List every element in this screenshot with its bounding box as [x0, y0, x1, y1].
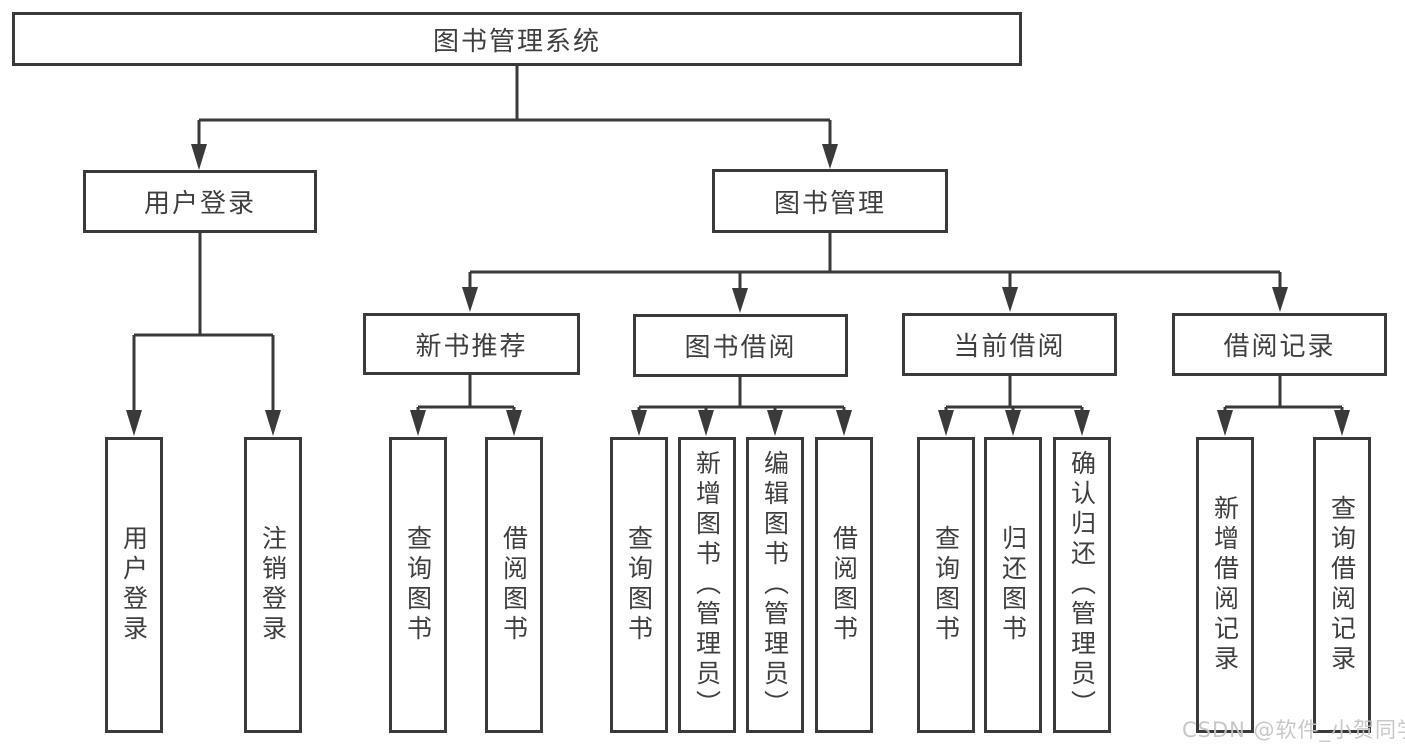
leaf-label: 新增借阅记录 [1210, 495, 1240, 675]
leaf-confirm-return-admin: 确认归还（管理员） [1053, 437, 1111, 733]
leaf-add-borrow-record: 新增借阅记录 [1196, 437, 1254, 733]
leaf-edit-book-admin: 编辑图书（管理员） [746, 437, 804, 733]
leaf-return-book: 归还图书 [984, 437, 1042, 733]
leaf-user-login: 用户登录 [105, 437, 163, 733]
node-current-borrow: 当前借阅 [902, 313, 1117, 376]
leaf-query-borrow-record: 查询借阅记录 [1313, 437, 1371, 733]
leaf-label: 新增图书（管理员） [692, 450, 722, 720]
node-book-management: 图书管理 [712, 169, 948, 233]
node-library-management-system: 图书管理系统 [12, 12, 1022, 66]
leaf-query-books-borrow: 查询图书 [610, 437, 668, 733]
csdn-watermark: CSDN @软件_小贺同学 [1182, 718, 1405, 742]
leaf-label: 编辑图书（管理员） [760, 450, 790, 720]
leaf-label: 查询图书 [624, 525, 654, 645]
leaf-label: 确认归还（管理员） [1067, 450, 1097, 720]
leaf-label: 用户登录 [119, 525, 149, 645]
node-book-borrow: 图书借阅 [633, 314, 848, 377]
leaf-add-book-admin: 新增图书（管理员） [678, 437, 736, 733]
leaf-borrow-books-recommend: 借阅图书 [485, 437, 543, 733]
leaf-logout: 注销登录 [244, 437, 302, 733]
leaf-label: 借阅图书 [829, 525, 859, 645]
node-borrow-records: 借阅记录 [1172, 313, 1387, 376]
leaf-label: 查询借阅记录 [1327, 495, 1357, 675]
leaf-borrow-books: 借阅图书 [815, 437, 873, 733]
node-new-book-recommend: 新书推荐 [363, 313, 580, 375]
leaf-query-books-current: 查询图书 [917, 437, 975, 733]
leaf-label: 借阅图书 [499, 525, 529, 645]
leaf-query-books-recommend: 查询图书 [389, 437, 447, 733]
leaf-label: 归还图书 [998, 525, 1028, 645]
node-user-login: 用户登录 [83, 170, 317, 233]
leaf-label: 注销登录 [258, 525, 288, 645]
leaf-label: 查询图书 [931, 525, 961, 645]
leaf-label: 查询图书 [403, 525, 433, 645]
